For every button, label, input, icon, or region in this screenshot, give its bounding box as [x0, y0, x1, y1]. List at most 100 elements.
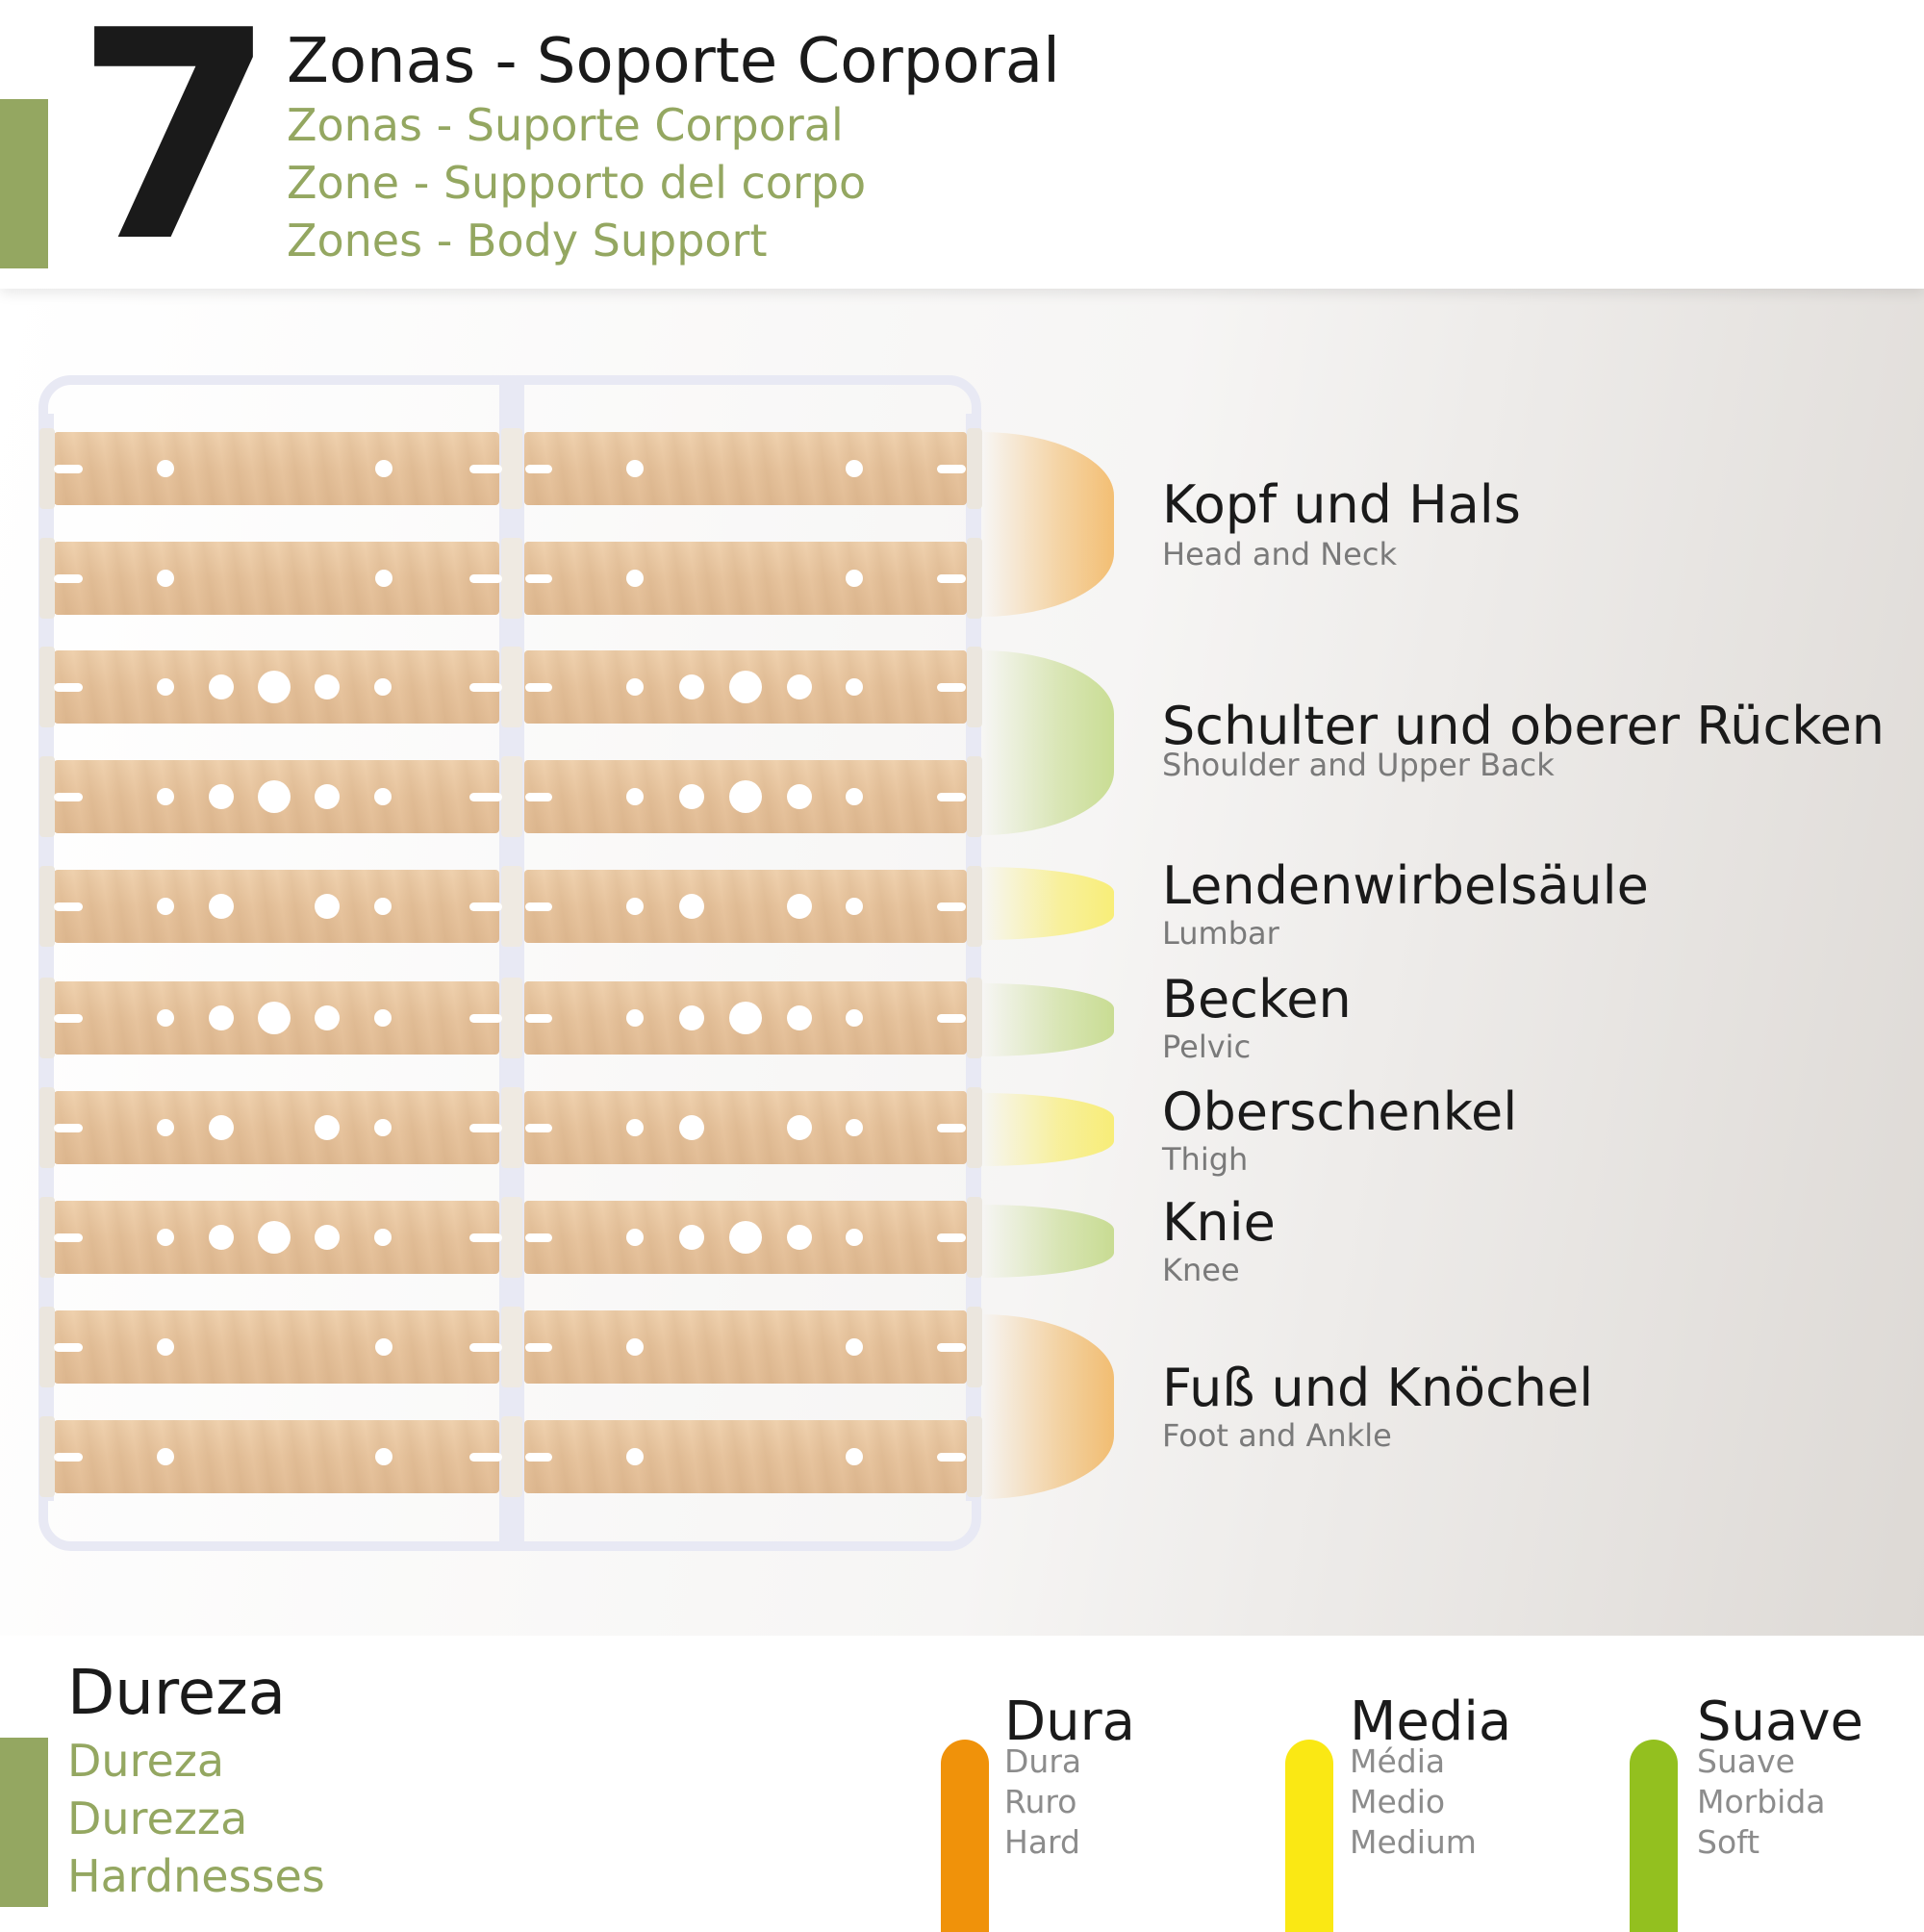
header-subtitle-en: Zones - Body Support	[287, 215, 768, 267]
slat-hole	[258, 1221, 291, 1254]
slat-slot	[469, 465, 502, 473]
slat-slot	[937, 1233, 966, 1242]
hardness-subtitle-en: Hardnesses	[67, 1850, 325, 1902]
slat-slot	[525, 793, 552, 801]
slat-slot	[54, 574, 83, 583]
slat-hole	[626, 678, 644, 696]
slat-hole	[679, 1115, 704, 1140]
slat-hole	[375, 1338, 392, 1356]
slat-slot	[937, 465, 966, 473]
slat	[524, 542, 967, 615]
slat-slot	[525, 465, 552, 473]
slat-end-cap	[39, 866, 55, 947]
slat-slot	[525, 1014, 552, 1023]
slat-hole	[846, 1338, 863, 1356]
legend-medium-label: Media	[1350, 1690, 1512, 1753]
slat-hole	[729, 1002, 762, 1034]
slat-end-cap	[967, 1087, 982, 1168]
slat-end-cap	[501, 978, 522, 1058]
slat-hole	[679, 894, 704, 919]
slat-end-cap	[501, 1197, 522, 1278]
slat-hole	[209, 674, 234, 699]
slat-hole	[375, 570, 392, 587]
zone-label-knee: Knie	[1162, 1192, 1276, 1253]
slat-end-cap	[39, 538, 55, 619]
slat-hole	[626, 788, 644, 805]
slat-hole	[626, 1229, 644, 1246]
zone-foot-dome	[981, 1314, 1114, 1499]
slat-hole	[787, 784, 812, 809]
slat	[54, 1091, 499, 1164]
slat-hole	[315, 1225, 340, 1250]
zone-knee-dome	[981, 1205, 1114, 1278]
header-accent-bar	[0, 99, 48, 268]
slat-end-cap	[39, 1307, 55, 1387]
slat-hole	[729, 780, 762, 813]
zone-shoulder-dome	[981, 650, 1114, 835]
slat-end-cap	[967, 756, 982, 837]
legend-medium-sub-it: Medio	[1350, 1783, 1446, 1820]
slat-hole	[846, 570, 863, 587]
slat-end-cap	[501, 1416, 522, 1497]
slat-hole	[258, 671, 291, 703]
slat-hole	[679, 674, 704, 699]
slat-hole	[258, 1002, 291, 1034]
slat-hole	[157, 1119, 174, 1136]
slat-slot	[54, 902, 83, 911]
slat-hole	[157, 898, 174, 915]
slat-hole	[209, 894, 234, 919]
slat-slot	[469, 793, 502, 801]
slat-slot	[937, 1343, 966, 1352]
legend-hard-sub-it: Ruro	[1004, 1783, 1077, 1820]
slat	[54, 1420, 499, 1493]
slat-hole	[258, 780, 291, 813]
slat-hole	[626, 1448, 644, 1465]
slat-slot	[469, 683, 502, 692]
slat-hole	[846, 1229, 863, 1246]
header: 7 Zonas - Soporte Corporal Zonas - Supor…	[0, 0, 1924, 289]
slat-slot	[937, 1014, 966, 1023]
slat-hole	[679, 1225, 704, 1250]
slat-hole	[787, 1005, 812, 1030]
slat-slot	[469, 902, 502, 911]
slat-end-cap	[501, 1307, 522, 1387]
slat-slot	[469, 1014, 502, 1023]
slat-hole	[157, 678, 174, 696]
zone-sub-head-neck: Head and Neck	[1162, 536, 1397, 572]
slat	[54, 432, 499, 505]
slat-hole	[787, 894, 812, 919]
slat-slot	[469, 1343, 502, 1352]
slat-slot	[937, 1453, 966, 1462]
slat-end-cap	[501, 428, 522, 509]
slat-slot	[525, 1453, 552, 1462]
slat-hole	[375, 1448, 392, 1465]
slat-slot	[54, 683, 83, 692]
slat-hole	[787, 1225, 812, 1250]
slat-slot	[525, 574, 552, 583]
zone-sub-knee: Knee	[1162, 1252, 1240, 1288]
hardness-title: Dureza	[67, 1658, 286, 1729]
slat-slot	[525, 1233, 552, 1242]
zone-sub-thigh: Thigh	[1162, 1141, 1249, 1178]
slat-hole	[846, 1448, 863, 1465]
slat	[524, 870, 967, 943]
slat	[54, 1310, 499, 1384]
legend-soft-sub-pt: Suave	[1697, 1742, 1795, 1780]
slat-end-cap	[967, 538, 982, 619]
slat-hole	[374, 1119, 392, 1136]
slat-slot	[54, 1343, 83, 1352]
slat-hole	[787, 1115, 812, 1140]
slat-slot	[469, 1124, 502, 1132]
slat-hole	[626, 898, 644, 915]
zone-label-lumbar: Lendenwirbelsäule	[1162, 855, 1649, 916]
slat-slot	[525, 1343, 552, 1352]
slat-hole	[846, 788, 863, 805]
slat-hole	[626, 1119, 644, 1136]
slat-hole	[787, 674, 812, 699]
slat-hole	[157, 1009, 174, 1027]
slat-end-cap	[501, 647, 522, 727]
slat-slot	[937, 574, 966, 583]
slat-slot	[469, 1453, 502, 1462]
slat-hole	[157, 1229, 174, 1246]
slat	[524, 1091, 967, 1164]
